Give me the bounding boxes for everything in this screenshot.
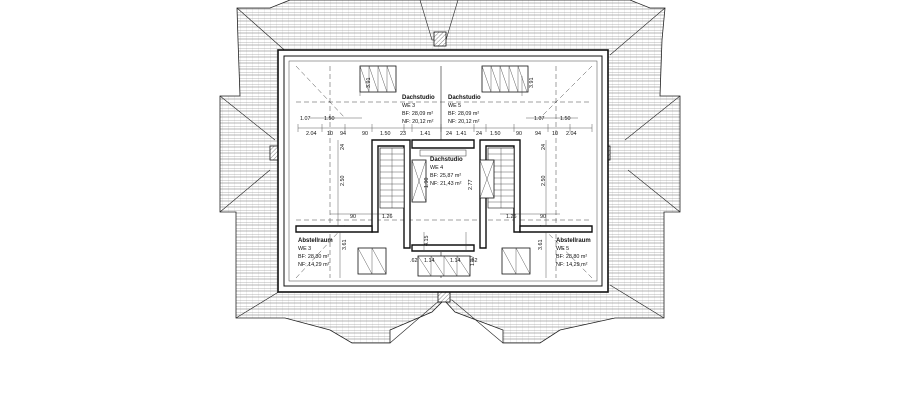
dim-row-right-5: 94: [535, 131, 541, 137]
dimension-lines: [297, 76, 593, 278]
dim-bottom-1: 1.14: [424, 258, 435, 264]
room-bf: BF: 28,09 m²: [402, 111, 433, 117]
room-label-dachstudio-we4: Dachstudio WE 4 BF: 25,87 m² NF: 21,43 m…: [430, 157, 463, 187]
dim-row-left-4: 1.50: [380, 131, 391, 137]
dim-row-right-3: 1.50: [490, 131, 501, 137]
dim-row-left-0: 2.04: [306, 131, 317, 137]
dim-vertical-6: 1.90: [424, 178, 430, 189]
room-nf: NF: 14,29 m²: [556, 262, 588, 268]
dim-vertical-8: 3.61: [342, 240, 348, 251]
dim-row-right-7: 2.04: [566, 131, 577, 137]
dim-mid-left-0: 90: [350, 214, 356, 220]
room-label-abstellraum-we3: Abstellraum WE 3 BF: 28,80 m² NF: 14,29 …: [298, 238, 333, 268]
room-bf: BF: 28,80 m²: [298, 254, 329, 260]
skylight-top-right: [481, 65, 529, 93]
dimension-labels: 1.07 1.50 1.07 1.50 2.04 10 94 90 1.50 2…: [300, 78, 577, 267]
room-bf: BF: 28,09 m²: [448, 111, 479, 117]
room-unit: WE 5: [556, 246, 569, 252]
dim-row-right-1: 1.41: [456, 131, 467, 137]
dim-top-right-1: 1.07: [534, 116, 545, 122]
dim-vertical-2: 2.50: [340, 176, 346, 187]
dim-top-left-1: 1.07: [300, 116, 311, 122]
dim-vertical-4: 24: [340, 144, 346, 150]
room-name: Dachstudio: [402, 95, 435, 101]
dim-row-left-3: 90: [362, 131, 368, 137]
skylight-bottom-left: [357, 247, 387, 275]
room-unit: WE 5: [448, 103, 461, 109]
room-unit: WE 4: [430, 165, 443, 171]
room-name: Dachstudio: [448, 95, 481, 101]
dim-mid-right-1: 90: [540, 214, 546, 220]
room-label-dachstudio-we5: Dachstudio WE 5 BF: 28,09 m² NF: 20,12 m…: [448, 95, 481, 125]
dim-row-left-5: 23: [400, 131, 406, 137]
skylight-bottom-right: [501, 247, 531, 275]
staircase-left: [379, 147, 405, 209]
skylight-bottom-center: [417, 255, 471, 277]
room-bf: BF: 28,80 m²: [556, 254, 587, 260]
slope-guide-lines: [295, 65, 593, 279]
dim-row-right-0: 24: [446, 131, 452, 137]
skylight-top-left: [359, 65, 397, 93]
dim-vertical-1: 3.91: [529, 78, 535, 89]
dim-bottom-3: .62: [470, 258, 478, 264]
room-label-dachstudio-we3: Dachstudio WE 3 BF: 28,09 m² NF: 20,12 m…: [402, 95, 435, 125]
dim-bottom-2: 1.14: [450, 258, 461, 264]
room-name: Dachstudio: [430, 157, 463, 163]
interior-walls: [295, 66, 593, 278]
dim-vertical-9: 3.61: [538, 240, 544, 251]
room-bf: BF: 25,87 m²: [430, 173, 461, 179]
dim-row-right-6: 10: [552, 131, 558, 137]
room-name: Abstellraum: [556, 238, 591, 244]
dim-vertical-11: 1.07: [470, 256, 476, 267]
dim-row-left-2: 94: [340, 131, 346, 137]
dim-vertical-3: 2.50: [541, 176, 547, 187]
room-unit: WE 3: [298, 246, 311, 252]
room-nf: NF: 14,29 m²: [298, 262, 330, 268]
room-nf: NF: 21,43 m²: [430, 181, 462, 187]
dim-vertical-5: 24: [541, 144, 547, 150]
dim-row-left-6: 1.41: [420, 131, 431, 137]
dim-top-left-2: 1.50: [324, 116, 335, 122]
dim-row-right-2: 24: [476, 131, 482, 137]
dim-mid-right-0: 1.26: [506, 214, 517, 220]
dim-bottom-0: .62: [410, 258, 418, 264]
dim-vertical-7: 2.77: [468, 180, 474, 191]
dim-mid-left-1: 1.26: [382, 214, 393, 220]
dim-vertical-0: 3.91: [366, 78, 372, 89]
room-name: Abstellraum: [298, 238, 333, 244]
room-nf: NF: 20,12 m²: [448, 119, 480, 125]
central-shaft: [411, 159, 495, 203]
dim-top-right-2: 1.50: [560, 116, 571, 122]
room-unit: WE 3: [402, 103, 415, 109]
dim-vertical-10: 4.15: [424, 236, 430, 247]
dim-row-right-4: 90: [516, 131, 522, 137]
room-nf: NF: 20,12 m²: [402, 119, 434, 125]
dim-row-left-1: 10: [327, 131, 333, 137]
room-label-abstellraum-we5: Abstellraum WE 5 BF: 28,80 m² NF: 14,29 …: [556, 238, 591, 268]
